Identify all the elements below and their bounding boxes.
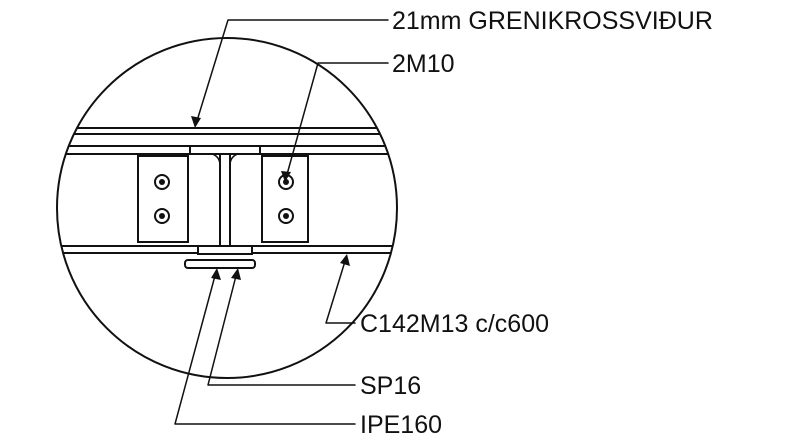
- bolt-left-top: [154, 174, 170, 190]
- label-plywood: 21mm GRENIKROSSVIÐUR: [392, 7, 713, 35]
- leader-beam: [174, 271, 356, 425]
- leader-c-profile: [325, 257, 356, 324]
- label-plate: SP16: [360, 372, 421, 400]
- base-plate-sp16: [184, 259, 256, 269]
- arrow-c-profile: [340, 254, 350, 266]
- i-beam-fillet-left: [211, 153, 221, 165]
- bolt-left-bottom: [154, 208, 170, 224]
- leader-bolts: [285, 62, 389, 179]
- arrow-beam: [211, 268, 221, 280]
- arrow-plywood: [191, 116, 201, 128]
- bolt-left-top-core: [159, 179, 165, 185]
- bolt-left-bottom-core: [159, 213, 165, 219]
- i-beam-bottom-flange: [197, 245, 253, 255]
- leader-plate: [207, 271, 356, 386]
- i-beam-top-flange: [189, 145, 261, 155]
- i-beam-web: [219, 153, 231, 255]
- cleat-plate-right: [261, 155, 309, 243]
- bolt-right-bottom: [278, 208, 294, 224]
- cleat-plate-left: [137, 155, 189, 243]
- bolt-right-bottom-core: [283, 213, 289, 219]
- arrow-bolts: [281, 171, 291, 182]
- leader-plywood: [195, 19, 389, 125]
- label-beam: IPE160: [360, 411, 442, 439]
- arrow-plate: [231, 268, 241, 280]
- label-c-profile: C142M13 c/c600: [360, 310, 549, 338]
- label-bolts: 2M10: [392, 50, 455, 78]
- i-beam-fillet-right: [229, 153, 239, 165]
- detail-circle: [56, 37, 398, 379]
